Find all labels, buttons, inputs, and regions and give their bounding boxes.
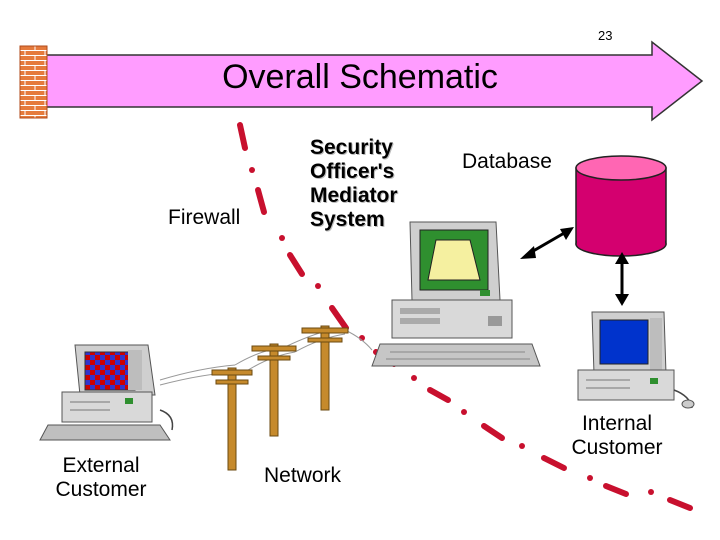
- internal-customer-label-line: Customer: [571, 436, 663, 459]
- security-officer-label-line: Security: [310, 136, 393, 159]
- network-label: Network: [264, 464, 342, 487]
- security-officer-label-line: Officer's: [310, 160, 395, 183]
- internal-customer-computer-icon: [577, 311, 695, 409]
- page-number: 23: [598, 28, 613, 43]
- utility-pole-icon: [211, 325, 349, 471]
- double-arrow-icon: [520, 227, 629, 306]
- slide-title: Overall Schematic: [222, 58, 498, 96]
- brick-wall-icon: [19, 45, 48, 119]
- security-officer-label-line: Mediator: [310, 184, 398, 207]
- internal-customer-label: Internal Customer: [552, 412, 682, 460]
- firewall-label: Firewall: [168, 206, 241, 229]
- title-banner-arrow: [41, 40, 704, 122]
- security-officer-computer-icon: [371, 221, 541, 367]
- internal-customer-label-line: Internal: [581, 412, 653, 435]
- external-customer-label-line: Customer: [55, 478, 147, 501]
- external-customer-label-line: External: [62, 454, 140, 477]
- security-officer-label-line: System: [310, 208, 385, 231]
- security-officer-label: Security Officer's Mediator System: [310, 136, 398, 232]
- external-customer-label: External Customer: [36, 454, 166, 502]
- external-customer-computer-icon: [39, 344, 174, 441]
- database-cylinder-icon: [575, 155, 667, 257]
- database-label: Database: [462, 150, 552, 173]
